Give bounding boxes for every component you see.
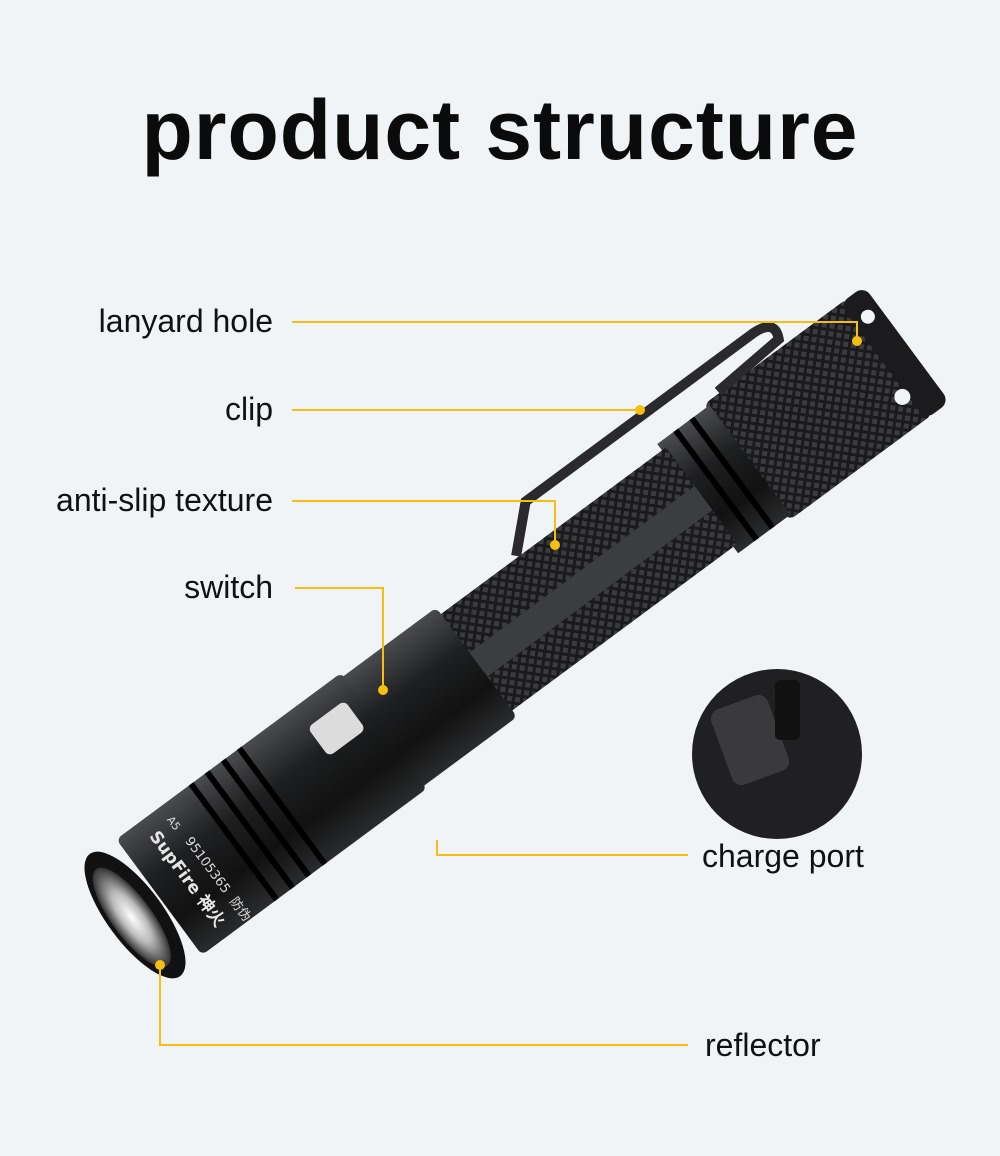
label-charge-port: charge port bbox=[702, 838, 864, 874]
lanyard-hole bbox=[860, 309, 875, 324]
label-reflector: reflector bbox=[705, 1027, 821, 1063]
callout-lines bbox=[159, 321, 858, 1046]
label-clip: clip bbox=[224, 391, 273, 427]
flashlight-body: SupFire 神火 A5 95105365 防伪 bbox=[84, 290, 946, 979]
label-switch: switch bbox=[184, 569, 273, 605]
reflector-lens bbox=[92, 867, 171, 968]
switch-button bbox=[309, 702, 364, 755]
pocket-clip bbox=[511, 322, 785, 557]
label-lanyard-hole: lanyard hole bbox=[98, 303, 273, 339]
callout-dots bbox=[155, 336, 862, 970]
label-anti-slip-texture: anti-slip texture bbox=[56, 482, 273, 518]
page-title: product structure bbox=[141, 83, 859, 177]
tail-cap-knurl bbox=[706, 301, 931, 518]
